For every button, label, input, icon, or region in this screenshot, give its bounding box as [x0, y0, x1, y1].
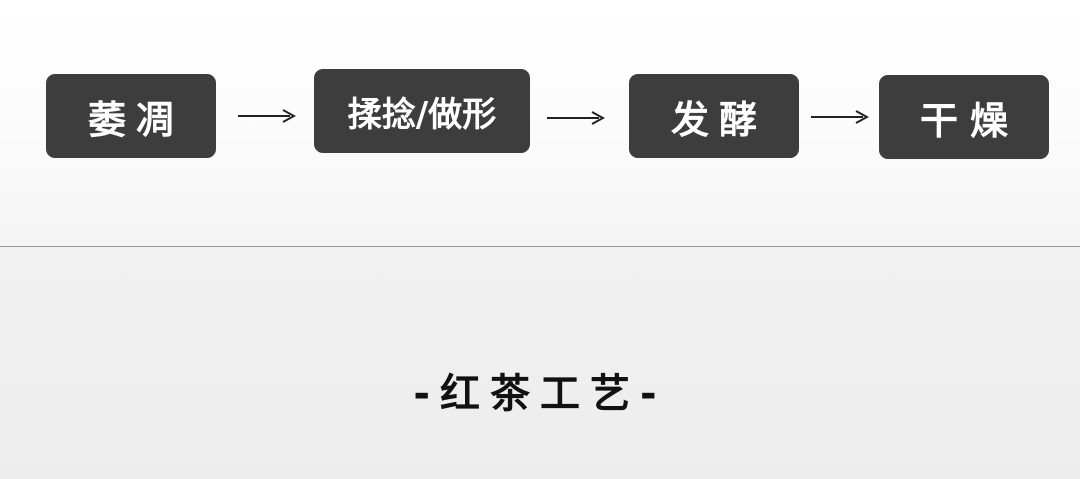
- diagram-caption: -红茶工艺-: [0, 360, 1080, 420]
- section-divider: [0, 246, 1080, 247]
- caption-text: -红茶工艺-: [413, 371, 667, 417]
- caption-panel: [0, 247, 1080, 479]
- step-fermentation: 发酵: [629, 74, 799, 158]
- step-withering: 萎凋: [46, 74, 216, 158]
- step-drying: 干燥: [879, 75, 1049, 159]
- step-label: 萎凋: [87, 97, 184, 142]
- step-rolling-shaping: 揉捻/做形: [314, 69, 530, 153]
- step-label: 揉捻/做形: [347, 94, 497, 135]
- right-arrow-icon: [811, 110, 869, 124]
- step-label: 发酵: [670, 97, 767, 142]
- step-label: 干燥: [919, 98, 1020, 143]
- right-arrow-icon: [547, 111, 605, 125]
- right-arrow-icon: [238, 109, 296, 123]
